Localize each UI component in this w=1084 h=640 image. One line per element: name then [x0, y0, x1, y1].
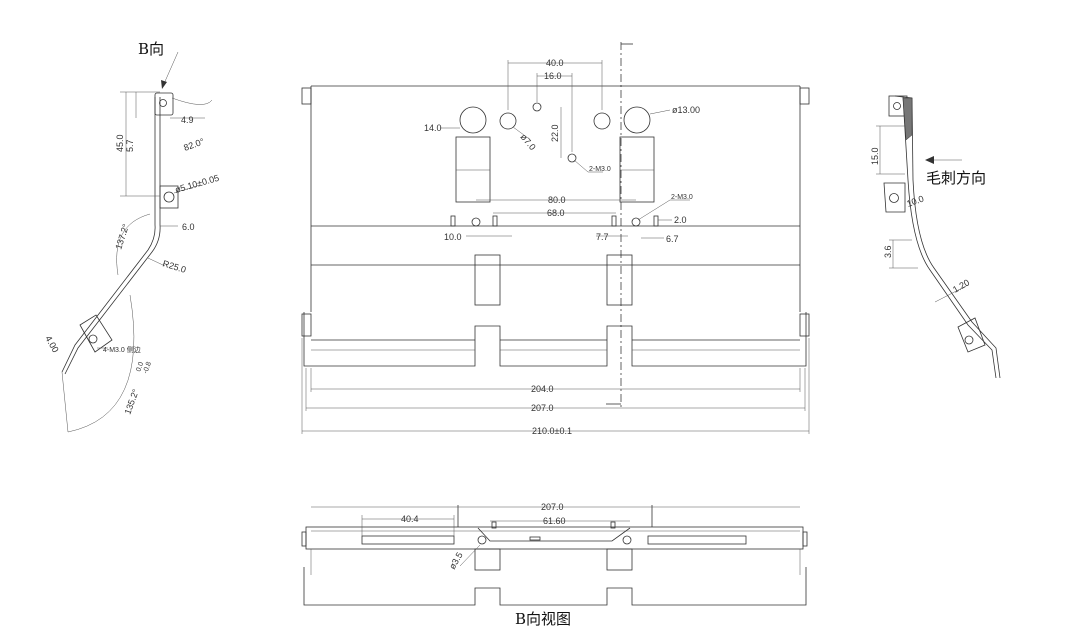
right-mid-hole [889, 193, 899, 203]
front-view: 40.0 16.0 22.0 14.0 ø7.0 ø13.00 2-M3.0 2… [301, 42, 810, 436]
view-b-arrow [162, 51, 179, 87]
dim-m3-side: 4-M3.0 侧边 [103, 345, 141, 354]
left-part-inner [64, 97, 161, 375]
dim-15: 15.0 [870, 147, 880, 165]
bottom-slot-right [647, 535, 747, 545]
dim-m3-b: 2-M3.0 [671, 194, 693, 201]
dim-10: 10.0 [444, 232, 462, 242]
front-hole-mid-left [499, 112, 517, 130]
left-bottom-hole [88, 334, 98, 344]
left-mid-hole [163, 191, 175, 203]
front-hole-small-mid [567, 153, 577, 163]
front-hole-large-left [459, 106, 487, 134]
front-window-left [455, 136, 491, 203]
dim-2: 2.0 [674, 215, 687, 225]
left-part-outer [61, 97, 156, 373]
dim-207-bottom: 207.0 [541, 502, 564, 512]
dim-5-7: 5.7 [125, 139, 135, 152]
dim-45: 45.0 [115, 134, 125, 152]
dim-phi13: ø13.00 [672, 105, 700, 115]
dim-phi7: ø7.0 [518, 132, 537, 152]
burr-direction-label: 毛刺方向 [926, 169, 986, 187]
burr-arrowhead [925, 156, 934, 164]
dim-210: 210.0±0.1 [532, 426, 572, 436]
dim-61-6: 61.60 [543, 516, 566, 526]
right-bottom-tab [957, 317, 986, 353]
right-bottom-hole [964, 335, 974, 345]
dim-22: 22.0 [550, 124, 560, 142]
bottom-slot-left [361, 535, 455, 545]
view-b-label: B向 [138, 40, 164, 58]
right-burr-mark [902, 97, 913, 141]
dim-phi5-1: ø5.10±0.05 [174, 173, 220, 195]
view-b-arrowhead [161, 80, 167, 89]
dim-137: 137.2° [113, 222, 131, 250]
dim-68: 68.0 [547, 208, 565, 218]
dim-135: 135.2° [122, 387, 140, 415]
dim-40: 40.0 [546, 58, 564, 68]
dim-phi3-5: ø3.5 [447, 550, 465, 571]
dim-tol-plus: 0.0 [135, 361, 145, 373]
front-bottom-outline [303, 312, 807, 367]
front-window-right [619, 136, 655, 203]
front-left-top-tab [301, 87, 312, 105]
dim-6: 6.0 [182, 222, 195, 232]
front-right-top-tab [799, 87, 810, 105]
front-clip-right [606, 254, 633, 306]
front-hole-mid-right [593, 112, 611, 130]
bottom-center-bracket [477, 527, 631, 542]
left-mid-tab [159, 185, 179, 209]
view-b-title: B向视图 [515, 610, 571, 628]
dim-16: 16.0 [544, 71, 562, 81]
dim-14: 14.0 [424, 123, 442, 133]
dim-4-9: 4.9 [181, 115, 194, 125]
dim-tol-minus: -0.8 [142, 361, 153, 375]
left-top-tab [154, 92, 174, 116]
bottom-main-body [305, 526, 804, 550]
dim-207: 207.0 [531, 403, 554, 413]
bottom-hole-right [622, 535, 632, 545]
dim-204: 204.0 [531, 384, 554, 394]
right-mid-tab [883, 182, 906, 213]
dim-1-2: 1.20 [951, 277, 971, 294]
left-top-hole [159, 99, 167, 107]
right-part-outer [894, 95, 997, 379]
right-side-view: 毛刺方向 15.0 10.0 3.6 1.20 [870, 95, 1001, 379]
bottom-hole-left [477, 535, 487, 545]
dim-6-7: 6.7 [666, 234, 679, 244]
bottom-view-b: 207.0 40.4 61.60 ø3.5 B向视图 [301, 502, 808, 628]
dim-3-6: 3.6 [883, 245, 893, 258]
dim-4: 4.00 [43, 334, 60, 354]
front-hole-large-right [623, 106, 651, 134]
dim-m3-a: 2-M3.0 [589, 166, 611, 173]
left-side-view: B向 45.0 5.7 4.9 82.0° ø5.10±0.05 6.0 137… [43, 40, 220, 433]
front-hole-m3-right [631, 217, 641, 227]
front-clip-left [474, 254, 501, 306]
right-top-hole [893, 102, 901, 110]
front-hole-m3-left [471, 217, 481, 227]
left-bottom-tab [79, 314, 113, 353]
dim-40-4: 40.4 [401, 514, 419, 524]
bottom-lower-outline [303, 567, 807, 606]
right-part-inner [902, 96, 1001, 379]
dim-r25: R25.0 [161, 258, 187, 275]
front-hole-small-top [532, 102, 542, 112]
dim-82: 82.0° [182, 136, 206, 153]
dim-7-7: 7.7 [596, 232, 609, 242]
dim-80: 80.0 [548, 195, 566, 205]
